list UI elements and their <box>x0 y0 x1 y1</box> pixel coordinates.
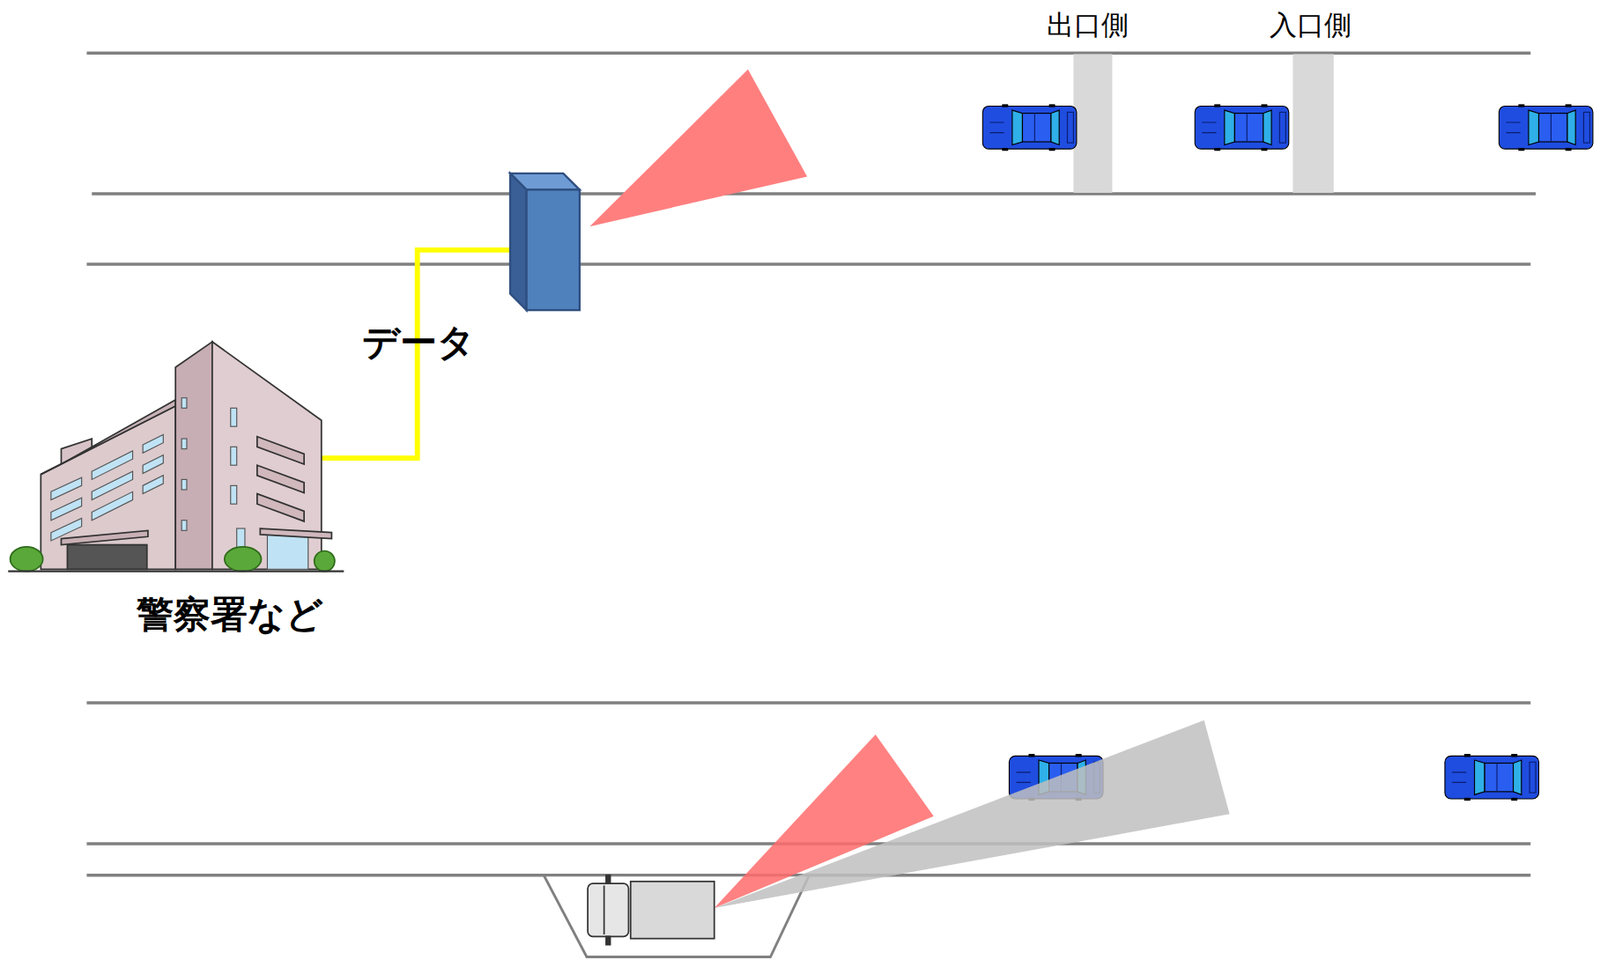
label: 出口側 <box>1046 9 1129 40</box>
car <box>1194 103 1289 151</box>
building-illustration <box>7 341 344 572</box>
entry-band <box>1292 53 1334 193</box>
car <box>982 103 1077 151</box>
road-lines <box>86 52 1536 876</box>
sensor-beam <box>714 734 934 909</box>
roadside-unit <box>510 173 580 311</box>
label: 入口側 <box>1269 9 1352 40</box>
label: 警察署など <box>136 594 324 636</box>
car <box>1498 103 1593 151</box>
camera-view <box>714 720 1230 909</box>
data-wire <box>311 250 528 459</box>
enforcement-vehicle <box>587 875 715 946</box>
sensor-beam <box>589 69 808 227</box>
label: データ <box>362 322 475 363</box>
exit-band <box>1073 53 1112 193</box>
car <box>1444 754 1540 801</box>
